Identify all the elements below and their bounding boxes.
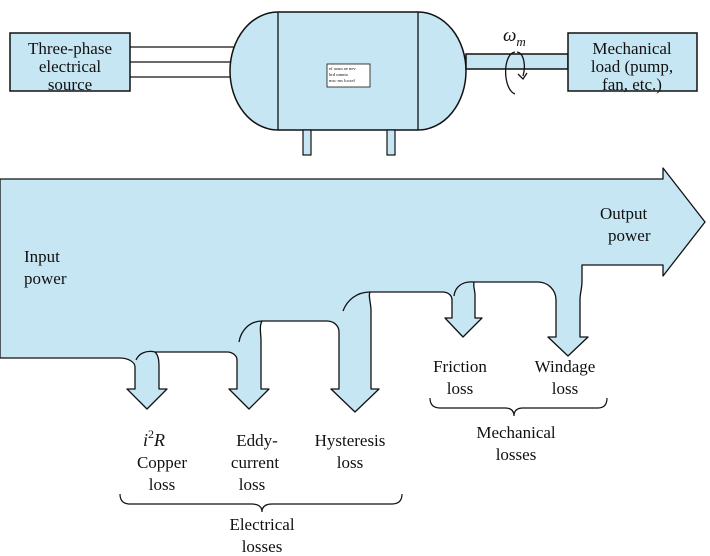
friction-loss-label-2: loss [447, 379, 473, 398]
electrical-losses-label-2: losses [242, 537, 283, 556]
eddy-loss-label-1: Eddy- [236, 431, 278, 450]
copper-loss-symbol: i2R [143, 427, 165, 450]
motor-foot-left [303, 130, 311, 155]
motor-foot-right [387, 130, 395, 155]
copper-symbol-tail: R [153, 430, 165, 450]
copper-loss-label-2: loss [149, 475, 175, 494]
electrical-losses-brace [120, 494, 402, 512]
input-power-label-2: power [24, 269, 67, 288]
load-label-2: load (pump, [591, 57, 673, 76]
motor-shaft [466, 54, 568, 69]
speed-symbol-subscript: m [516, 34, 525, 49]
windage-loss-label-1: Windage [535, 357, 596, 376]
nameplate-line-2: hrd umnto [329, 72, 349, 77]
speed-symbol: ωm [503, 25, 526, 49]
load-label-3: fan, etc.) [602, 75, 662, 94]
source-label-3: source [48, 75, 92, 94]
windage-loss-label-2: loss [552, 379, 578, 398]
three-phase-wires [130, 47, 242, 77]
source-label-1: Three-phase [28, 39, 112, 58]
eddy-loss-label-2: current [231, 453, 279, 472]
electrical-losses-label-1: Electrical [229, 515, 294, 534]
mechanical-losses-label-1: Mechanical [476, 423, 556, 442]
load-label-1: Mechanical [592, 39, 672, 58]
source-label-2: electrical [39, 57, 102, 76]
eddy-loss-label-3: loss [239, 475, 265, 494]
speed-symbol-base: ω [503, 25, 516, 46]
mechanical-losses-label-2: losses [496, 445, 537, 464]
copper-loss-label-1: Copper [137, 453, 187, 472]
input-power-label-1: Input [24, 247, 60, 266]
hysteresis-loss-label-2: loss [337, 453, 363, 472]
nameplate-line-3: msc ms locsel [329, 78, 355, 83]
hysteresis-loss-label-1: Hysteresis [315, 431, 386, 450]
mechanical-losses-brace [430, 398, 607, 416]
output-power-label-2: power [608, 226, 651, 245]
nameplate-line-1: ef aoun ae nev [329, 66, 356, 71]
output-power-label-1: Output [600, 204, 648, 223]
friction-loss-label-1: Friction [433, 357, 487, 376]
